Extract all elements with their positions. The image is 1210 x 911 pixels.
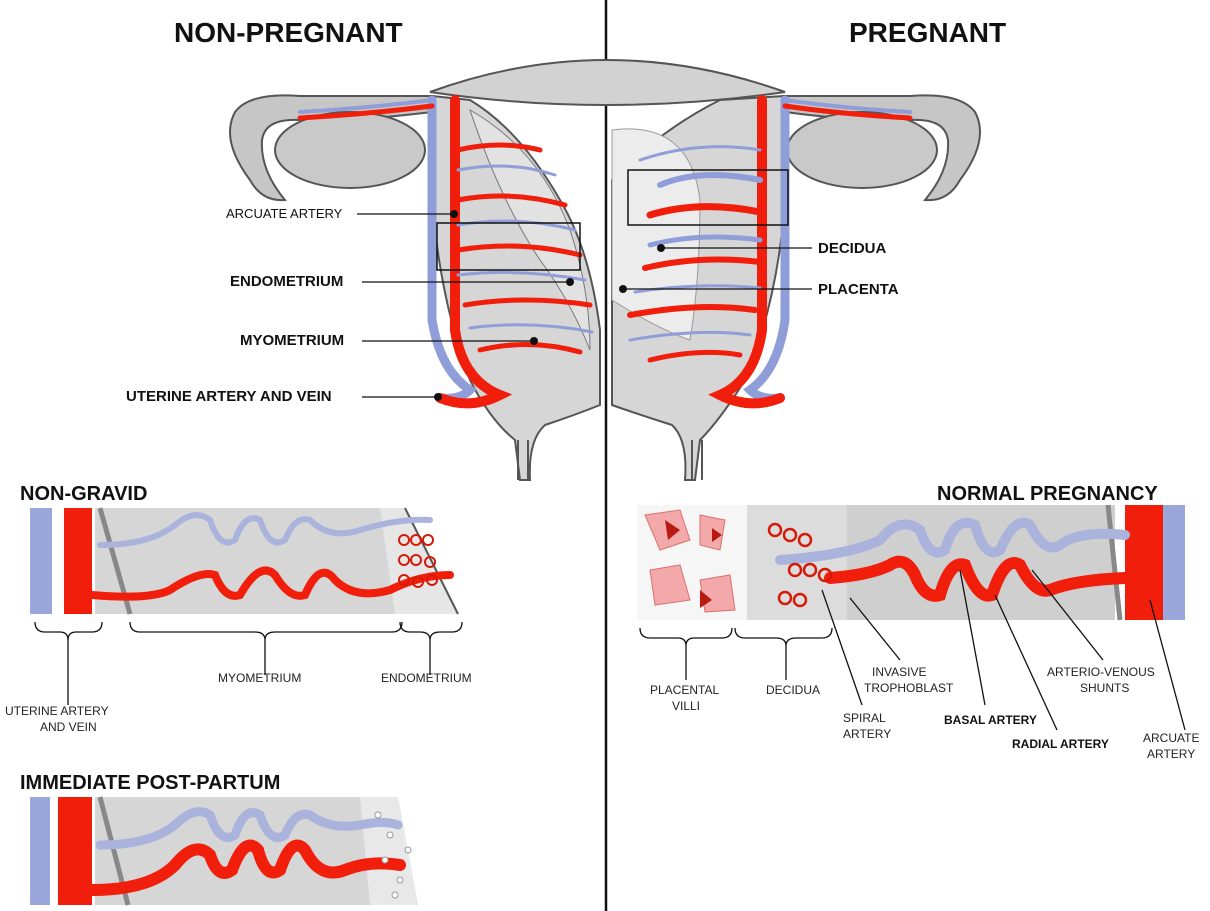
label-np-radial: RADIAL ARTERY	[1012, 737, 1109, 751]
label-np-decidua: DECIDUA	[766, 683, 820, 697]
label-endometrium: ENDOMETRIUM	[230, 273, 343, 290]
post-partum-section	[30, 797, 418, 905]
label-arcuate-artery-text: ARCUATE ARTERY	[226, 206, 343, 221]
np-arcuate-artery	[1125, 505, 1163, 620]
label-np-basal: BASAL ARTERY	[944, 713, 1037, 727]
title-pregnant: PREGNANT	[849, 17, 1006, 48]
right-ovary	[787, 112, 937, 188]
title-non-gravid: NON-GRAVID	[20, 483, 147, 505]
label-np-invasive-1: INVASIVE	[872, 665, 926, 679]
label-np-av-1: ARTERIO-VENOUS	[1047, 665, 1155, 679]
label-placenta: PLACENTA	[818, 281, 899, 298]
label-ng-uterine-1: UTERINE ARTERY	[5, 704, 109, 718]
title-normal-pregnancy: NORMAL PREGNANCY	[937, 483, 1158, 505]
label-np-arcuate-1: ARCUATE	[1143, 731, 1199, 745]
post-partum-vein	[30, 797, 50, 905]
np-arcuate-vein	[1163, 505, 1185, 620]
label-np-spiral-2: ARTERY	[843, 727, 891, 741]
label-np-invasive-2: TROPHOBLAST	[864, 681, 954, 695]
label-np-placental-1: PLACENTAL	[650, 683, 719, 697]
title-post-partum: IMMEDIATE POST-PARTUM	[20, 772, 280, 794]
label-uterine-artery-vein: UTERINE ARTERY AND VEIN	[126, 388, 332, 405]
label-ng-myometrium: MYOMETRIUM	[218, 671, 301, 685]
label-np-arcuate-2: ARTERY	[1147, 747, 1195, 761]
uterine-fundus	[430, 60, 785, 105]
label-decidua: DECIDUA	[818, 240, 887, 257]
title-non-pregnant: NON-PREGNANT	[174, 17, 403, 48]
non-gravid-artery	[64, 508, 92, 614]
label-myometrium: MYOMETRIUM	[240, 332, 344, 349]
cervix	[518, 440, 702, 480]
normal-pregnancy-section: PLACENTAL VILLI DECIDUA SPIRAL ARTERY IN…	[637, 505, 1199, 761]
left-ovary	[275, 112, 425, 188]
label-ng-endometrium: ENDOMETRIUM	[381, 671, 472, 685]
non-gravid-section: UTERINE ARTERY AND VEIN MYOMETRIUM ENDOM…	[5, 508, 472, 734]
label-np-spiral-1: SPIRAL	[843, 711, 886, 725]
non-gravid-vein	[30, 508, 52, 614]
label-np-av-2: SHUNTS	[1080, 681, 1129, 695]
label-np-placental-2: VILLI	[672, 699, 700, 713]
label-ng-uterine-2: AND VEIN	[40, 720, 97, 734]
